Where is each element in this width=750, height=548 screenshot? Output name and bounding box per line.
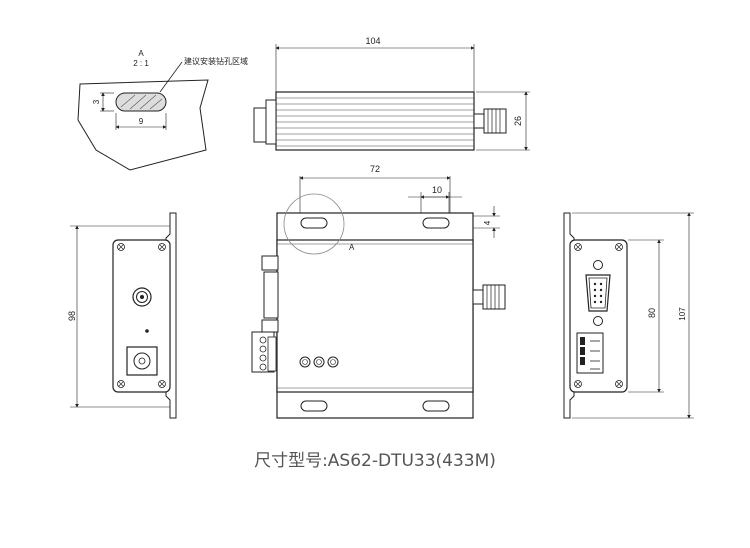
- front-detail-marker: A: [349, 243, 355, 252]
- top-view: 104 26: [253, 36, 530, 151]
- front-housing: [276, 239, 474, 393]
- right-terminal-block: [576, 332, 604, 374]
- drill-area-note: 建议安装钻孔区域: [184, 56, 248, 66]
- front-slot-top-right: [422, 217, 450, 229]
- right-end-view: 80 107: [563, 212, 694, 419]
- front-view: 72 10 4 A: [251, 164, 506, 419]
- left-end-view: 98: [67, 212, 177, 419]
- model-caption: 尺寸型号:AS62-DTU33(433M): [254, 451, 496, 471]
- detail-label: A: [138, 49, 144, 58]
- detail-a-marker-circle: [283, 193, 345, 255]
- led-2: [313, 356, 325, 368]
- front-dim-hole-spacing: 72: [370, 164, 380, 174]
- top-dim-height: 26: [513, 116, 523, 126]
- front-slot-bottom-left: [300, 400, 328, 412]
- front-dim-slot-height: 4: [483, 220, 492, 225]
- detail-part-outline: [77, 79, 209, 171]
- detail-dim-width: 9: [139, 117, 144, 126]
- top-antenna-connector: [483, 108, 507, 134]
- right-dim-outer: 107: [678, 307, 687, 321]
- top-body: [275, 91, 475, 151]
- led-1: [299, 356, 311, 368]
- right-db9-port: [585, 274, 611, 312]
- front-slot-bottom-right: [422, 400, 450, 412]
- left-dim-height: 98: [67, 311, 77, 321]
- right-dim-inner: 80: [647, 308, 657, 318]
- front-dim-slot-length: 10: [432, 185, 442, 195]
- top-dim-length: 104: [365, 36, 380, 46]
- led-3: [327, 356, 339, 368]
- detail-scale: 2 : 1: [133, 59, 149, 68]
- detail-view-a: A 2 : 1 建议安装钻孔区域 3 9: [77, 49, 248, 171]
- note-leader: [159, 61, 183, 93]
- left-power-jack: [126, 346, 158, 376]
- detail-dim-height: 3: [92, 99, 101, 104]
- front-slot-top-left: [300, 217, 328, 229]
- front-antenna-connector: [482, 284, 506, 310]
